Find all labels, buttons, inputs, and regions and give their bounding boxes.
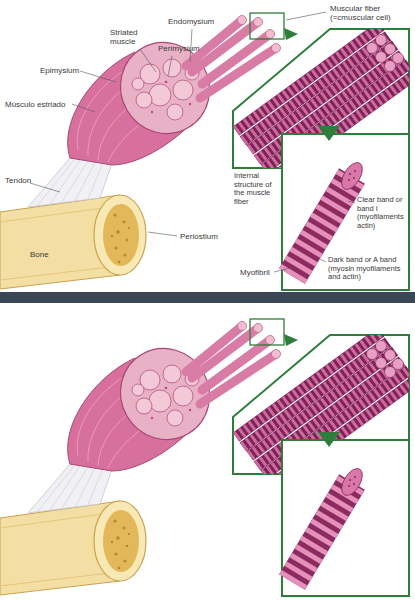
part-label: Striated muscle xyxy=(110,28,146,46)
part-label: Bone xyxy=(30,250,49,259)
part-label: Clear band or band I (myofilaments actin… xyxy=(357,196,409,231)
leader-lines xyxy=(30,12,355,272)
part-label: Epimysium xyxy=(40,66,79,75)
muscle-figure-unlabelled xyxy=(0,319,415,596)
part-label: Tendon xyxy=(5,176,31,185)
divider-bar xyxy=(0,292,415,303)
part-label: Músculo estriado xyxy=(5,100,65,109)
part-label: Myofibril xyxy=(240,268,270,277)
part-label: Perimysium xyxy=(158,44,200,53)
part-label: Internal structure of the muscle fiber xyxy=(234,172,280,207)
muscle-figure xyxy=(0,13,415,290)
part-label: Periostium xyxy=(180,232,218,241)
part-label: Dark band or A band (myosin myofilaments… xyxy=(328,256,409,282)
part-label: Muscular fiber (=cmuscular cell) xyxy=(330,4,408,22)
part-label: Endomysium xyxy=(168,17,214,26)
